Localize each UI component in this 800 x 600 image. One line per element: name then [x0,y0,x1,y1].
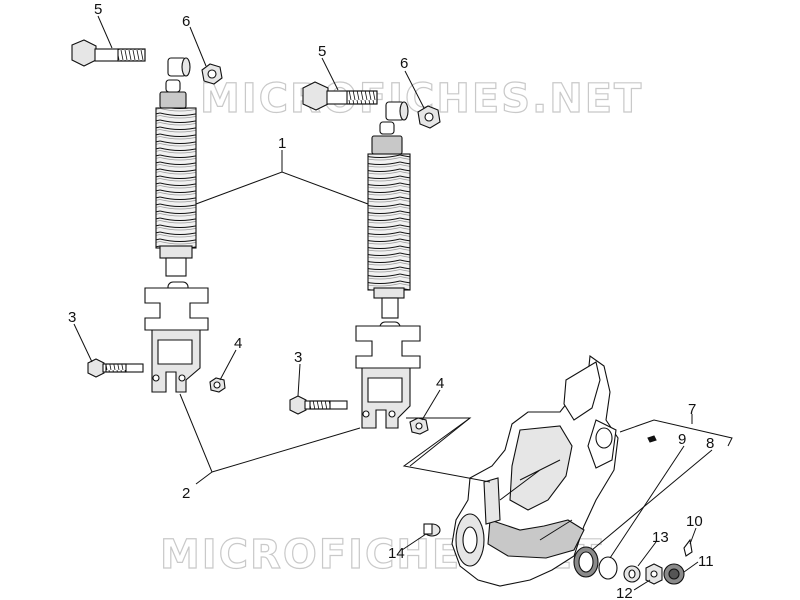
callout-6-left: 6 [182,13,190,30]
callout-9: 9 [678,431,686,448]
right-shock-bracket [355,325,421,429]
callout-5-right: 5 [318,43,326,60]
callout-4-right: 4 [436,375,444,392]
callout-5-left: 5 [94,1,102,18]
callout-3-right: 3 [294,349,302,366]
bush-13 [623,565,641,583]
right-upper-bolt [302,81,378,111]
callout-labels: 5 6 5 6 1 3 4 3 4 2 7 9 8 10 11 12 13 14 [68,1,714,600]
o-ring-9 [598,556,618,580]
left-upper-spacer [167,57,191,77]
swingarm-bushing-14 [423,523,441,537]
callout-2: 2 [182,485,190,502]
nut-12 [645,563,663,585]
callout-14: 14 [388,545,405,562]
callout-6-right: 6 [400,55,408,72]
left-lower-bolt [87,358,144,378]
oil-seal-8 [573,546,599,578]
right-shock-absorber [302,81,441,343]
swing-arm [451,355,619,587]
left-lower-nut [209,377,226,393]
callout-13: 13 [652,529,669,546]
left-shock-bracket [144,287,209,393]
callout-11: 11 [698,553,714,570]
callout-8: 8 [706,435,714,452]
left-upper-nut [201,63,223,85]
right-upper-nut [417,105,441,129]
callout-3-left: 3 [68,309,76,326]
bearing-11 [663,563,685,585]
callout-12: 12 [616,585,633,600]
callout-10: 10 [686,513,703,530]
leader-lines [73,15,733,591]
callout-4-left: 4 [234,335,242,352]
left-shock-absorber [71,39,223,303]
right-lower-bolt [289,395,348,415]
callout-1: 1 [278,135,286,152]
right-upper-spacer [385,101,409,121]
right-lower-nut [409,417,429,435]
callout-7: 7 [688,401,696,418]
left-upper-bolt [71,39,146,67]
pin-7 [647,435,657,443]
